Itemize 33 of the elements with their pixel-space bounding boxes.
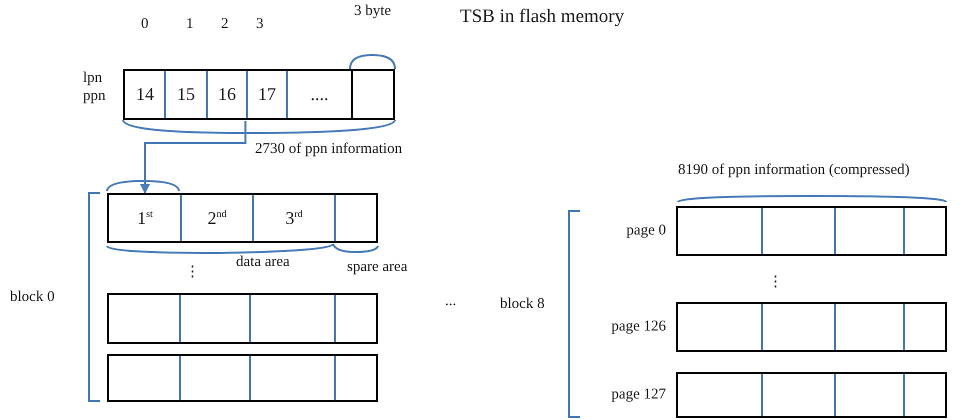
ellipsis: ⋮	[768, 273, 783, 291]
ellipsis: ⋮	[185, 263, 200, 281]
cell-value: 15	[165, 71, 207, 118]
cell-value: ....	[287, 71, 352, 118]
row-header: lpn	[83, 70, 102, 87]
brace-label: 8190 of ppn information (compressed)	[678, 162, 910, 179]
block-label: block 8	[500, 296, 545, 313]
memory-row	[107, 354, 378, 402]
memory-row	[107, 293, 378, 344]
brace-label: data area	[236, 254, 290, 271]
column-index: 1	[186, 16, 194, 33]
brace-label: 2730 of ppn information	[255, 141, 402, 158]
cell-value: 14	[125, 71, 165, 118]
column-index: 2	[221, 16, 228, 33]
cell-value: 16	[207, 71, 247, 118]
page-label: page 127	[611, 386, 666, 404]
arrow	[140, 121, 246, 194]
cell-value: 17	[247, 71, 287, 118]
ellipsis: ...	[445, 293, 456, 310]
brace-label: spare area	[347, 259, 408, 276]
page-label: page 126	[611, 318, 666, 336]
row-header: ppn	[83, 88, 106, 105]
cell-value: 2$^{nd}$	[181, 195, 253, 241]
column-index: 3	[256, 16, 264, 33]
title: TSB in flash memory	[460, 6, 624, 28]
size-label: 3 byte	[354, 3, 392, 20]
page-label: page 0	[626, 222, 666, 240]
cell-value: 3$^{rd}$	[253, 195, 335, 241]
cell-value: 1$^{st}$	[109, 195, 181, 241]
column-index: 0	[141, 16, 148, 33]
memory-row	[107, 193, 378, 243]
block-label: block 0	[10, 289, 55, 306]
memory-row	[123, 69, 395, 120]
